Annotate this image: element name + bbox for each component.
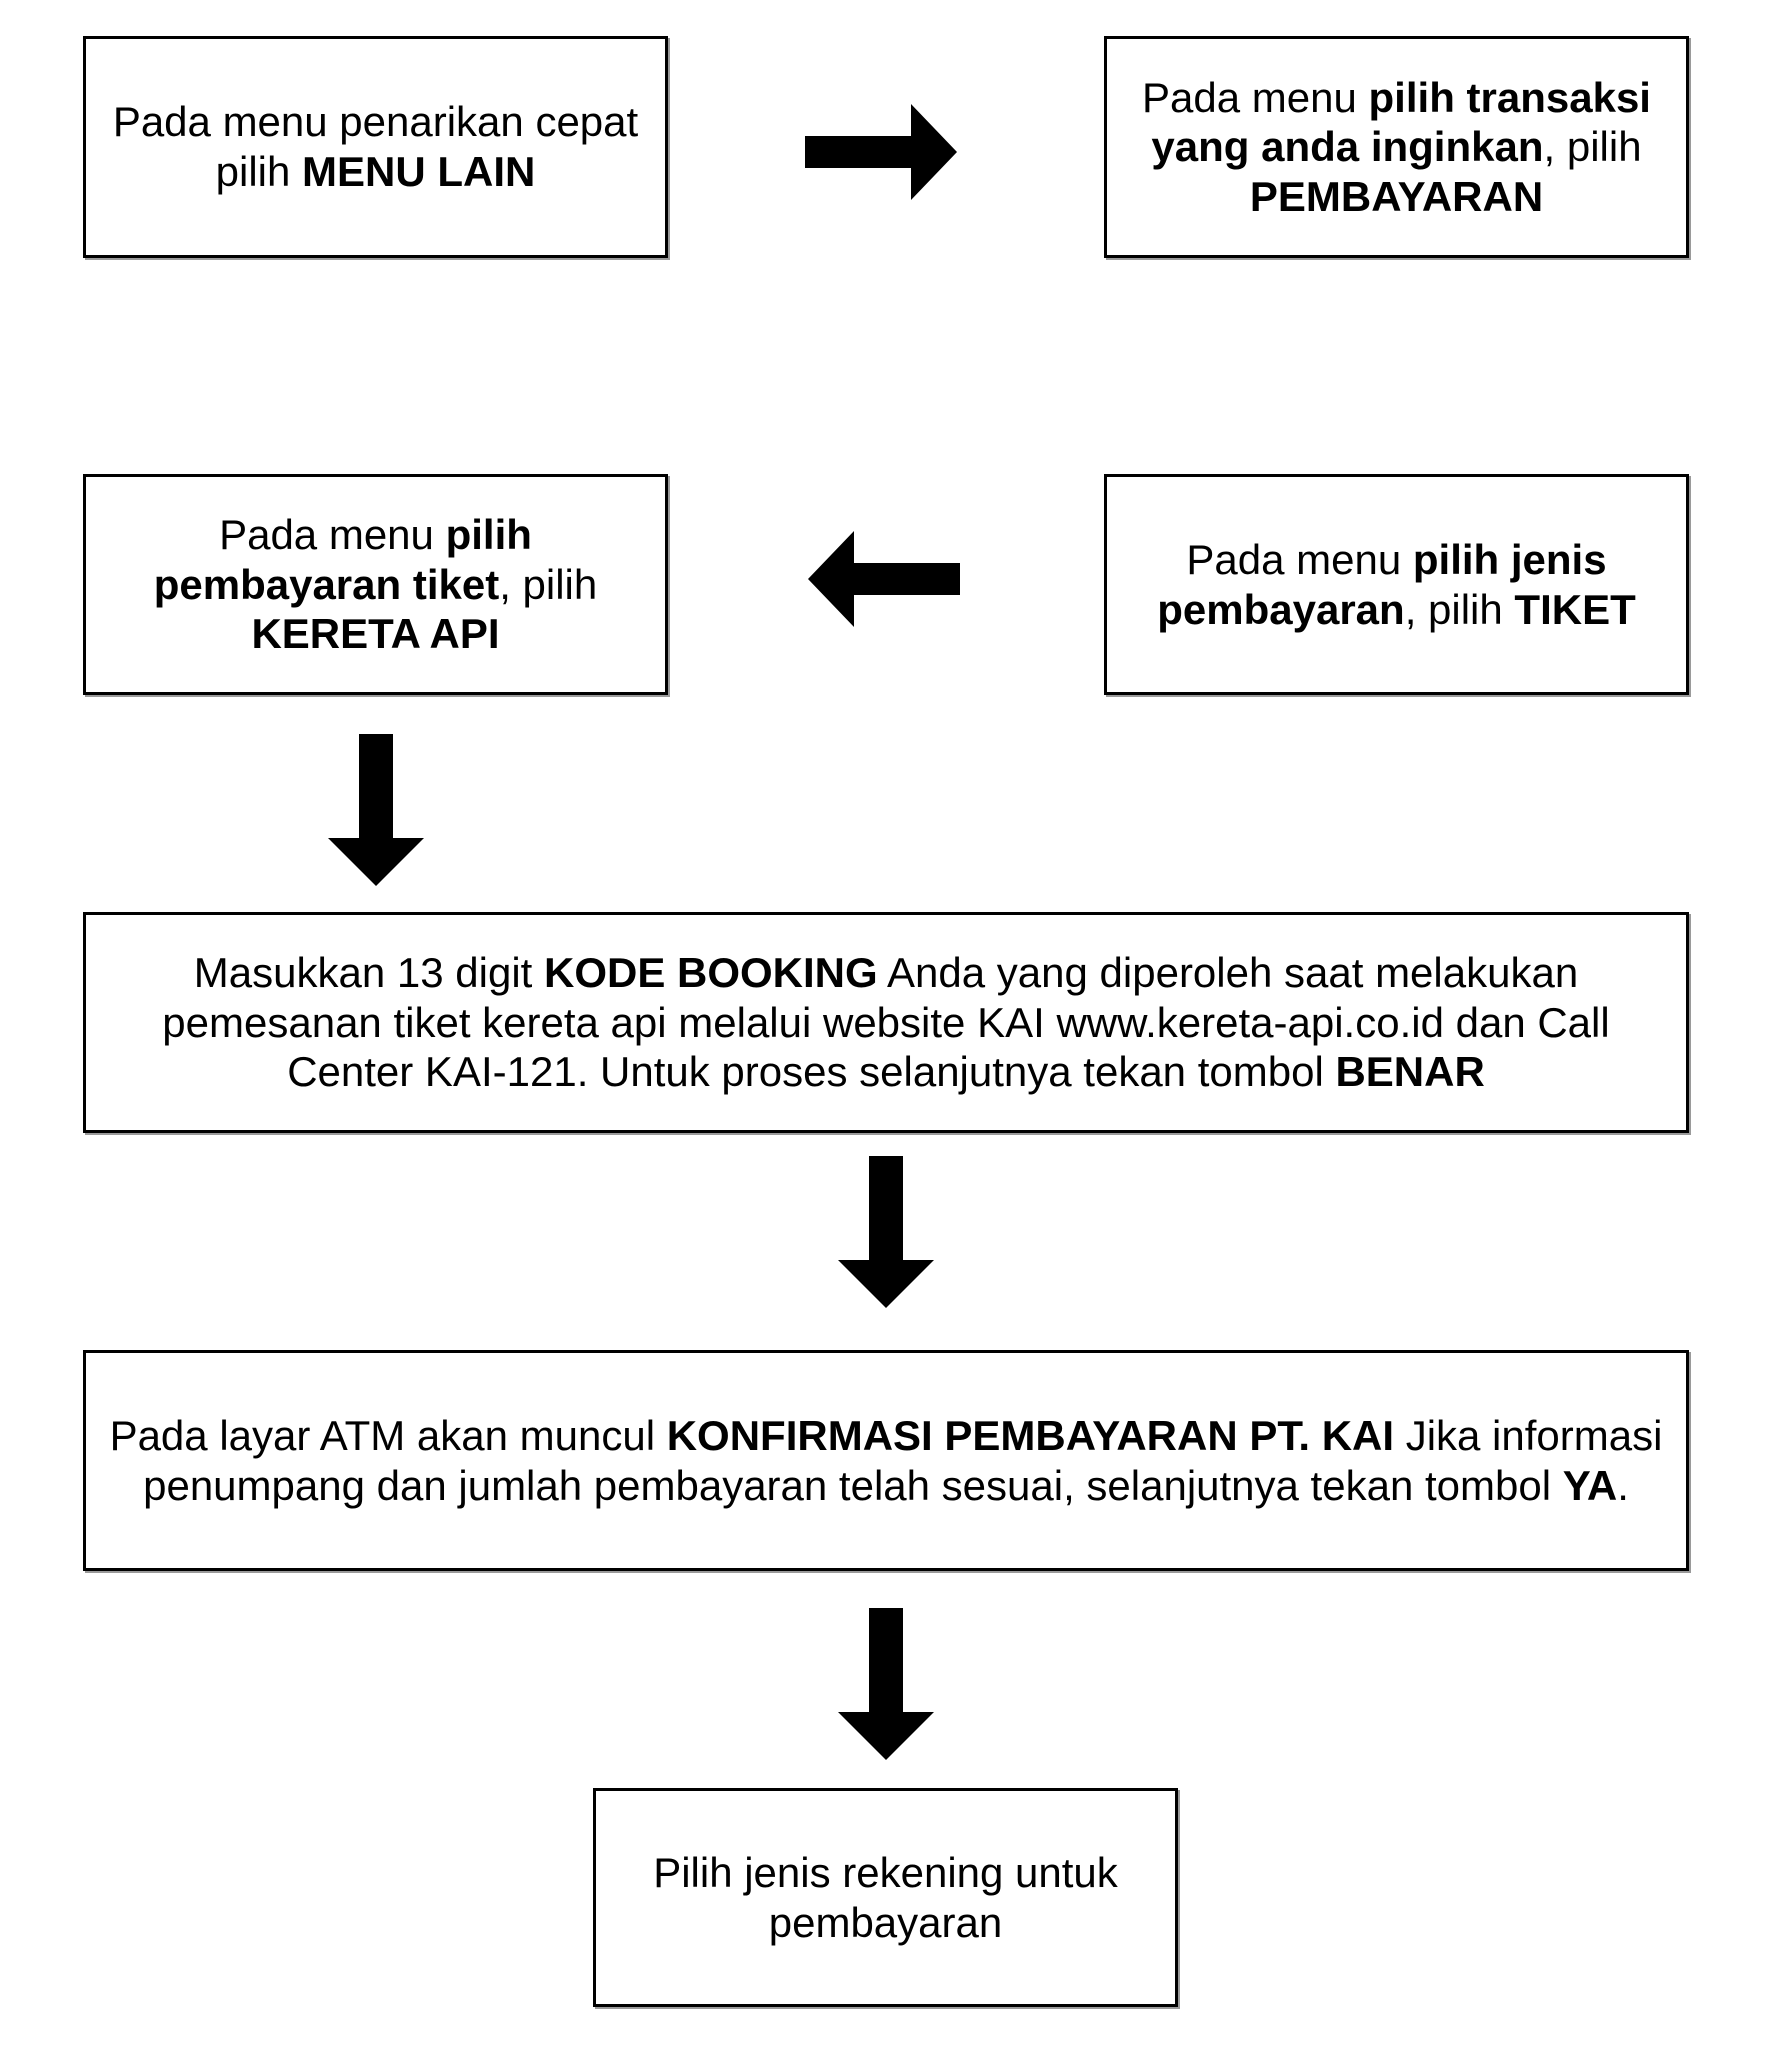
step-text: Pada menu pilih pembayaran tiket, pilih …: [153, 511, 598, 658]
arrow-down-icon: [838, 1156, 934, 1308]
step-box-pembayaran: Pada menu pilih transaksi yang anda ingi…: [1104, 36, 1689, 258]
step-box-tiket: Pada menu pilih jenis pembayaran, pilih …: [1104, 474, 1689, 695]
step-text: Pada layar ATM akan muncul KONFIRMASI PE…: [109, 1411, 1663, 1509]
step-box-konfirmasi: Pada layar ATM akan muncul KONFIRMASI PE…: [83, 1350, 1689, 1571]
step-text: Pada menu pilih transaksi yang anda ingi…: [1142, 73, 1651, 220]
step-text: Masukkan 13 digit KODE BOOKING Anda yang…: [162, 949, 1610, 1096]
arrow-right-icon: [805, 104, 957, 200]
arrow-left-icon: [808, 531, 960, 627]
step-text: Pada menu penarikan cepat pilih MENU LAI…: [112, 98, 639, 195]
step-text: Pada menu pilih jenis pembayaran, pilih …: [1157, 535, 1636, 633]
step-box-kode-booking: Masukkan 13 digit KODE BOOKING Anda yang…: [83, 912, 1689, 1133]
arrow-down-icon: [838, 1608, 934, 1760]
step-box-jenis-rekening: Pilih jenis rekening untuk pembayaran: [593, 1788, 1178, 2007]
step-box-kereta-api: Pada menu pilih pembayaran tiket, pilih …: [83, 474, 668, 695]
step-box-menu-lain: Pada menu penarikan cepat pilih MENU LAI…: [83, 36, 668, 258]
arrow-down-icon: [328, 734, 424, 886]
step-text: Pilih jenis rekening untuk pembayaran: [653, 1848, 1118, 1946]
